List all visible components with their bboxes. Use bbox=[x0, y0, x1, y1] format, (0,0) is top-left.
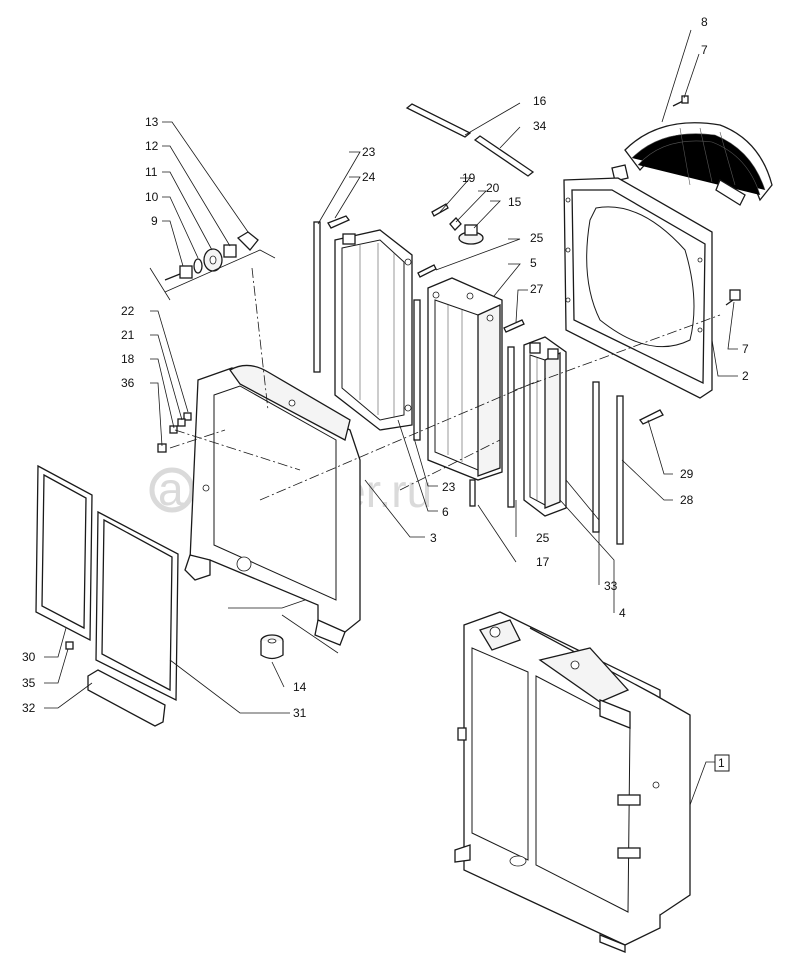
leader-lines bbox=[44, 29, 738, 806]
part-3-frame bbox=[184, 364, 361, 646]
part-32-block bbox=[87, 669, 166, 727]
part-rods-middle bbox=[469, 346, 515, 508]
callout-25-bottom: 25 bbox=[536, 531, 550, 545]
callout-15: 15 bbox=[508, 195, 522, 209]
callout-1: 1 bbox=[718, 756, 725, 770]
callout-3: 3 bbox=[430, 531, 437, 545]
callout-10: 10 bbox=[145, 190, 159, 204]
callout-25-top: 25 bbox=[530, 231, 544, 245]
callout-14: 14 bbox=[293, 680, 307, 694]
callout-17: 17 bbox=[536, 555, 550, 569]
callout-35: 35 bbox=[22, 676, 36, 690]
assembly-centerlines bbox=[169, 267, 721, 654]
part-5-radiator bbox=[427, 277, 503, 481]
part-25-rod bbox=[413, 299, 421, 441]
callout-4: 4 bbox=[619, 606, 626, 620]
parts-19-20-15-filler-cap bbox=[431, 203, 484, 245]
part-33-rod bbox=[592, 381, 600, 533]
part-16-strip bbox=[405, 103, 472, 138]
part-34-strip bbox=[473, 135, 535, 177]
callout-31: 31 bbox=[293, 706, 307, 720]
callout-36: 36 bbox=[121, 376, 135, 390]
callout-18: 18 bbox=[121, 352, 135, 366]
callout-6: 6 bbox=[442, 505, 449, 519]
callout-22: 22 bbox=[121, 304, 135, 318]
callout-23-top: 23 bbox=[362, 145, 376, 159]
callout-21: 21 bbox=[121, 328, 135, 342]
part-30-gasket bbox=[35, 464, 93, 642]
callout-30: 30 bbox=[22, 650, 36, 664]
part-24-strip bbox=[327, 215, 351, 229]
callout-27: 27 bbox=[530, 282, 544, 296]
callout-20: 20 bbox=[486, 181, 500, 195]
part-7-bolt-right bbox=[725, 289, 741, 306]
part-28-rod bbox=[616, 395, 624, 545]
callout-11: 11 bbox=[145, 165, 158, 179]
parts-9-13-mount-stack bbox=[149, 231, 276, 301]
part-4-oil-cooler bbox=[523, 336, 567, 517]
callout-29: 29 bbox=[680, 467, 694, 481]
part-23-rod-left bbox=[313, 221, 321, 373]
part-8-shroud-segment bbox=[611, 122, 773, 206]
callout-8: 8 bbox=[701, 15, 708, 29]
callout-19: 19 bbox=[462, 171, 476, 185]
part-31-panel bbox=[95, 510, 179, 702]
watermark-logo-icon: a bbox=[158, 463, 184, 515]
callout-7-right: 7 bbox=[742, 342, 749, 356]
callout-16: 16 bbox=[533, 94, 547, 108]
part-1-radiator-assembly bbox=[454, 611, 691, 953]
part-7-bolt-top bbox=[672, 95, 689, 107]
part-14-bushing bbox=[260, 634, 284, 660]
callout-5: 5 bbox=[530, 256, 537, 270]
callout-9: 9 bbox=[151, 214, 158, 228]
part-29-pin bbox=[639, 409, 664, 425]
callout-28: 28 bbox=[680, 493, 694, 507]
part-2-fan-shroud bbox=[563, 177, 713, 399]
callout-32: 32 bbox=[22, 701, 36, 715]
callout-24: 24 bbox=[362, 170, 376, 184]
part-25-pin-top bbox=[417, 264, 437, 278]
part-27-strip bbox=[503, 319, 525, 333]
callout-33: 33 bbox=[604, 579, 618, 593]
part-35-bolt bbox=[65, 641, 74, 650]
callout-34: 34 bbox=[533, 119, 547, 133]
callout-7-top: 7 bbox=[701, 43, 708, 57]
callout-1-box bbox=[714, 754, 730, 772]
callout-2: 2 bbox=[742, 369, 749, 383]
callout-23-bottom: 23 bbox=[442, 480, 456, 494]
callout-13: 13 bbox=[145, 115, 159, 129]
part-6-cooler-core bbox=[334, 229, 413, 431]
callout-labels: 8 7 16 34 13 12 11 10 9 23 24 19 20 15 2… bbox=[22, 15, 749, 772]
callout-12: 12 bbox=[145, 139, 159, 153]
